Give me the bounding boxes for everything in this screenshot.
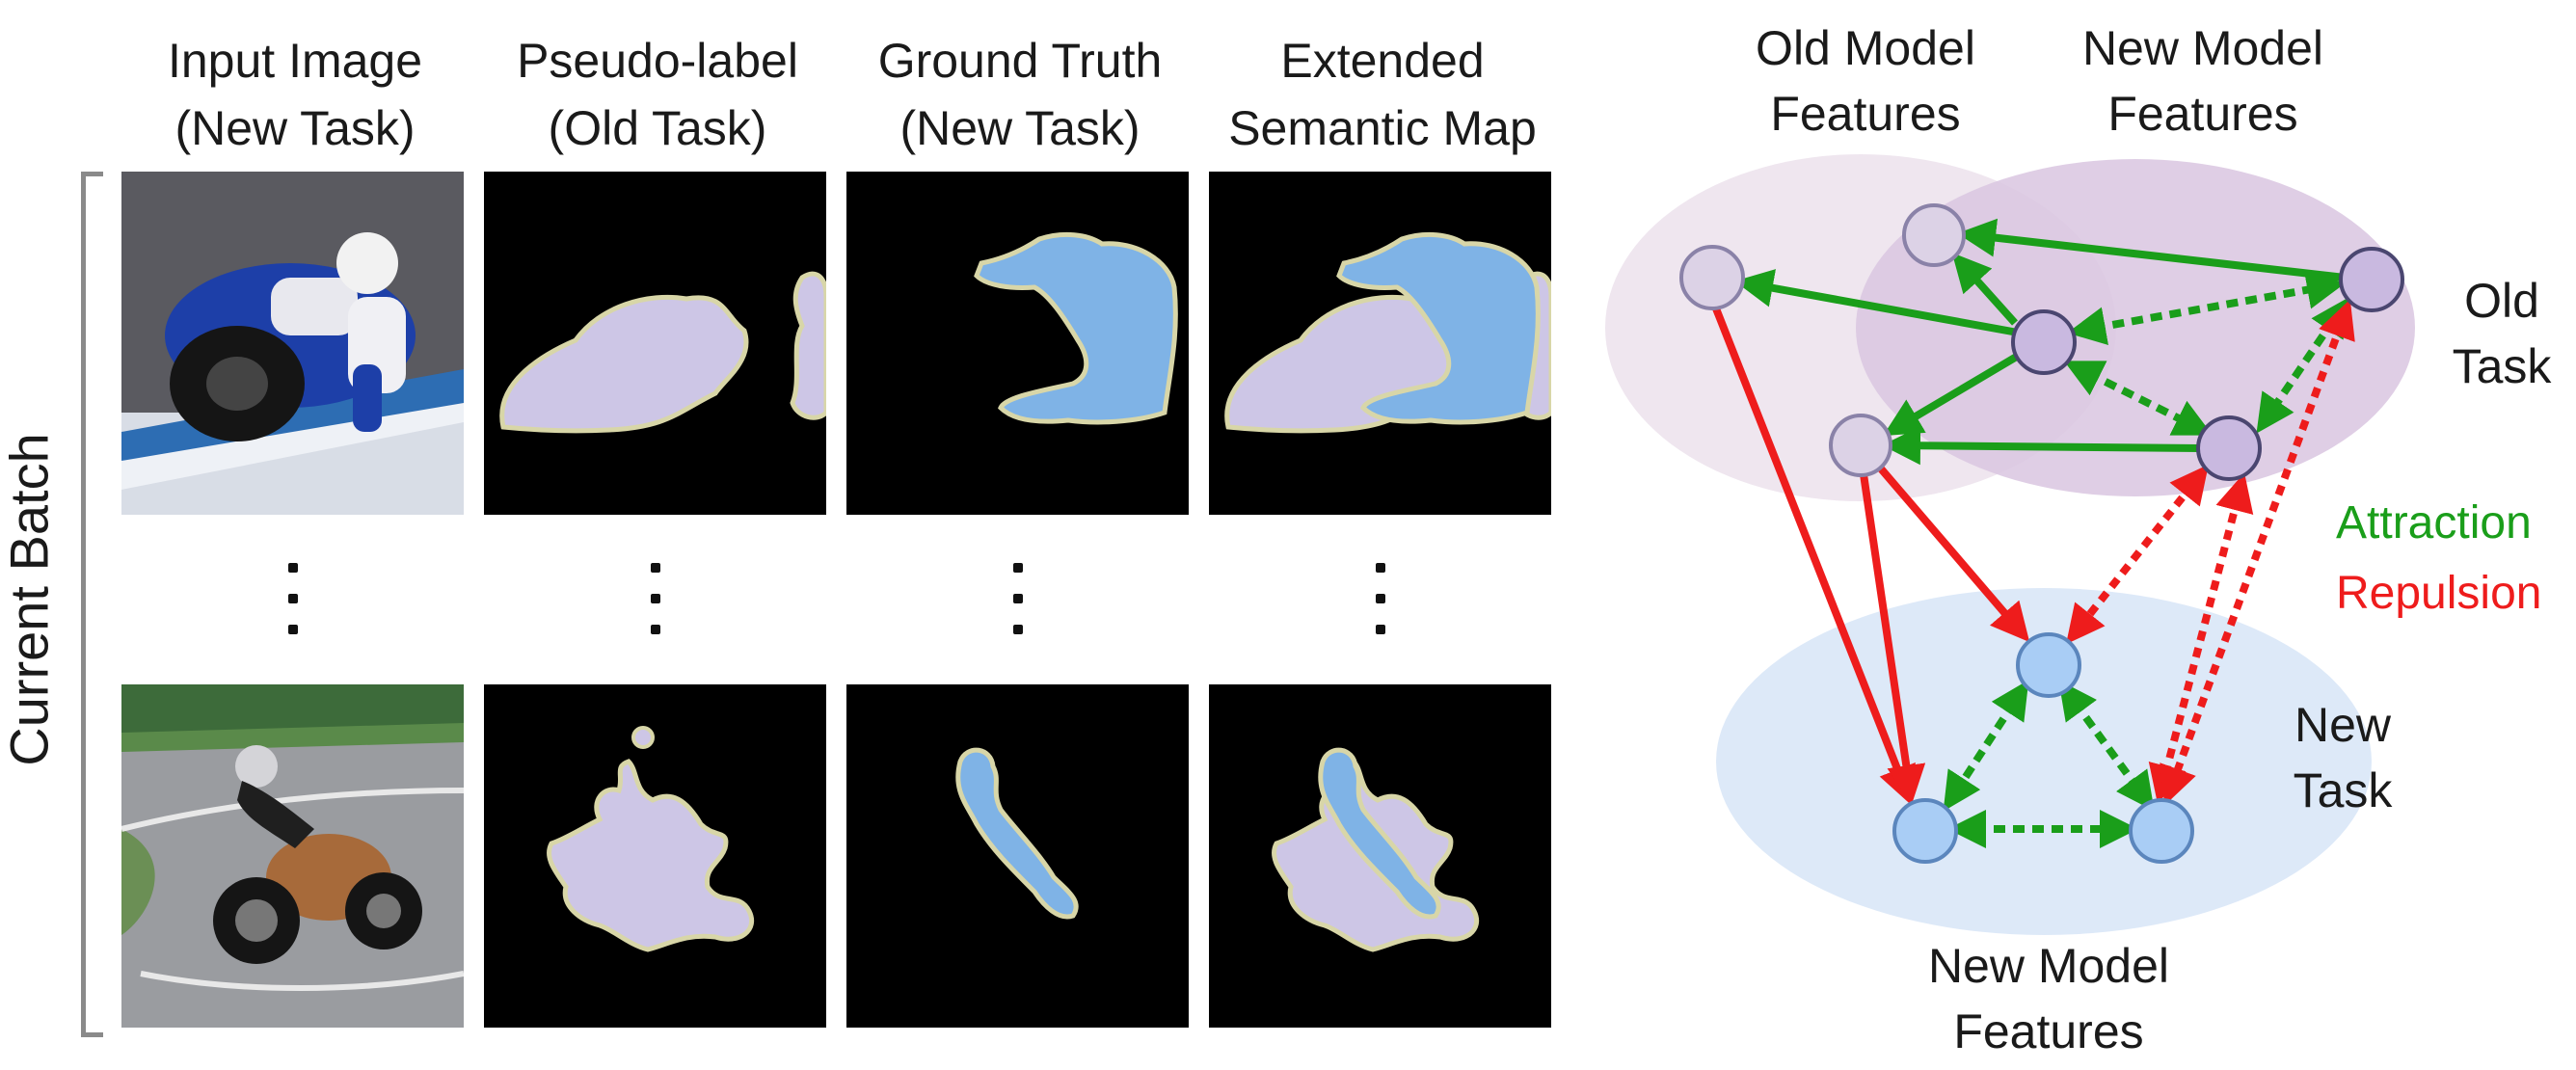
ellipsis-column-4 [1361, 563, 1400, 655]
arrow-repulsion-1 [1710, 302, 1916, 806]
arrow-repulsion-dotted-3 [2160, 299, 2355, 806]
column-title-pseudo-label: Pseudo-label (Old Task) [517, 34, 798, 155]
arrow-attraction-dotted-4 [1943, 680, 2029, 812]
input-image-motorbike-2 [121, 684, 464, 1028]
extended-semantic-map-2 [1209, 684, 1551, 1028]
input-image-motorbike-1 [121, 172, 464, 515]
column-title-extended-semantic-map: Extended Semantic Map [1228, 34, 1537, 155]
current-batch-label: Current Batch [0, 433, 60, 766]
feature-space-diagram [1605, 154, 2415, 935]
node-new-task-3 [2129, 798, 2194, 864]
arrow-attraction-dotted-5 [2058, 680, 2155, 812]
batch-bracket [81, 172, 103, 1037]
arrow-attraction-4 [1883, 351, 2023, 437]
ellipsis-column-3 [999, 563, 1037, 655]
new-model-features-top-label: New Model Features [2081, 21, 2324, 141]
new-model-features-bottom-label: New Model Features [1927, 939, 2170, 1058]
node-new-task-1 [2016, 632, 2081, 698]
legend-attraction: Attraction [2336, 497, 2532, 548]
old-task-label: Old Task [2452, 274, 2552, 393]
ellipsis-column-2 [636, 563, 675, 655]
extended-semantic-map-1 [1209, 172, 1551, 515]
new-task-label: New Task [2293, 698, 2393, 817]
node-old-model-feature-1 [1679, 245, 1745, 310]
node-new-task-2 [1892, 798, 1958, 864]
node-old-model-feature-3 [1829, 414, 1892, 477]
column-title-input-image: Input Image (New Task) [167, 34, 423, 155]
arrow-attraction-3 [1957, 218, 2346, 281]
pseudo-label-mask-2 [484, 684, 826, 1028]
ground-truth-mask-1 [846, 172, 1189, 515]
column-title-ground-truth: Ground Truth (New Task) [877, 34, 1163, 155]
node-old-model-feature-2 [1902, 203, 1966, 267]
node-new-model-old-task-3 [2196, 415, 2262, 481]
arrow-attraction-2 [1951, 253, 2018, 326]
ellipsis-column-1 [274, 563, 312, 655]
ground-truth-mask-2 [846, 684, 1189, 1028]
arrow-attraction-1 [1734, 269, 2019, 336]
legend-repulsion: Repulsion [2336, 568, 2542, 619]
node-new-model-old-task-2 [2011, 309, 2077, 375]
node-new-model-old-task-1 [2339, 247, 2404, 312]
arrow-attraction-dotted-1 [2067, 270, 2346, 346]
arrow-repulsion-2 [1860, 473, 1926, 804]
old-model-features-label: Old Model Features [1756, 21, 1975, 141]
arrow-repulsion-3 [1876, 465, 2030, 643]
pseudo-label-mask-1 [484, 172, 826, 515]
arrow-attraction-5 [1882, 426, 2201, 466]
